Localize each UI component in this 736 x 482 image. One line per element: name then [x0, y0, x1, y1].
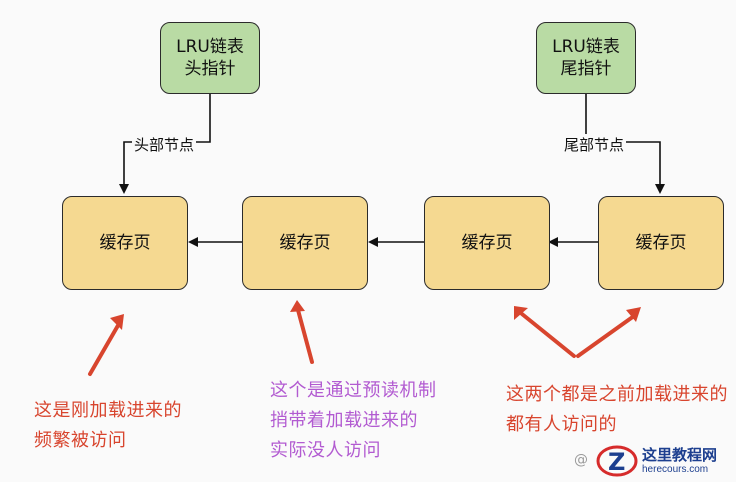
tail-pointer-box: LRU链表 尾指针 [536, 22, 636, 94]
note-middle: 这个是通过预读机制 捎带着加载进来的 实际没人访问 [270, 376, 437, 466]
annotation-arrows [88, 300, 641, 376]
cache-page-1-label: 缓存页 [99, 233, 151, 253]
cache-page-3-label: 缓存页 [461, 233, 513, 253]
red-arrow-right-1 [520, 312, 576, 358]
note-right-line1: 这两个都是之前加载进来的 [506, 384, 728, 405]
note-right: 这两个都是之前加载进来的 都有人访问的 [506, 380, 728, 440]
watermark: Z 这里教程网 herecours.com [596, 444, 717, 478]
cache-page-3: 缓存页 [424, 196, 550, 290]
watermark-logo-icon: Z [596, 444, 638, 478]
head-pointer-line2: 头指针 [184, 59, 236, 79]
watermark-title: 这里教程网 [642, 445, 718, 464]
cache-page-4: 缓存页 [598, 196, 724, 290]
cache-page-4-label: 缓存页 [635, 233, 687, 253]
red-arrow-left [88, 320, 122, 376]
tail-pointer-line2: 尾指针 [560, 59, 612, 79]
cache-page-2: 缓存页 [242, 196, 368, 290]
cache-page-2-label: 缓存页 [279, 233, 331, 253]
svg-text:Z: Z [608, 448, 625, 476]
purple-note-arrow [296, 308, 314, 364]
red-arrow-right-2 [576, 314, 636, 358]
head-pointer-box: LRU链表 头指针 [160, 22, 260, 94]
tail-pointer-line1: LRU链表 [552, 37, 620, 57]
note-middle-line2: 捎带着加载进来的 [270, 410, 418, 431]
watermark-url: herecours.com [642, 463, 709, 475]
note-middle-line3: 实际没人访问 [270, 440, 381, 461]
note-right-line2: 都有人访问的 [506, 414, 617, 435]
note-middle-line1: 这个是通过预读机制 [270, 380, 437, 401]
tail-node-label: 尾部节点 [562, 134, 627, 155]
note-left-line2: 频繁被访问 [34, 430, 127, 451]
head-node-label: 头部节点 [132, 134, 197, 155]
note-left-line1: 这是刚加载进来的 [34, 400, 182, 421]
watermark-at: @ [574, 452, 588, 468]
note-left: 这是刚加载进来的 频繁被访问 [34, 396, 182, 456]
head-pointer-line1: LRU链表 [176, 37, 244, 57]
cache-page-1: 缓存页 [62, 196, 188, 290]
